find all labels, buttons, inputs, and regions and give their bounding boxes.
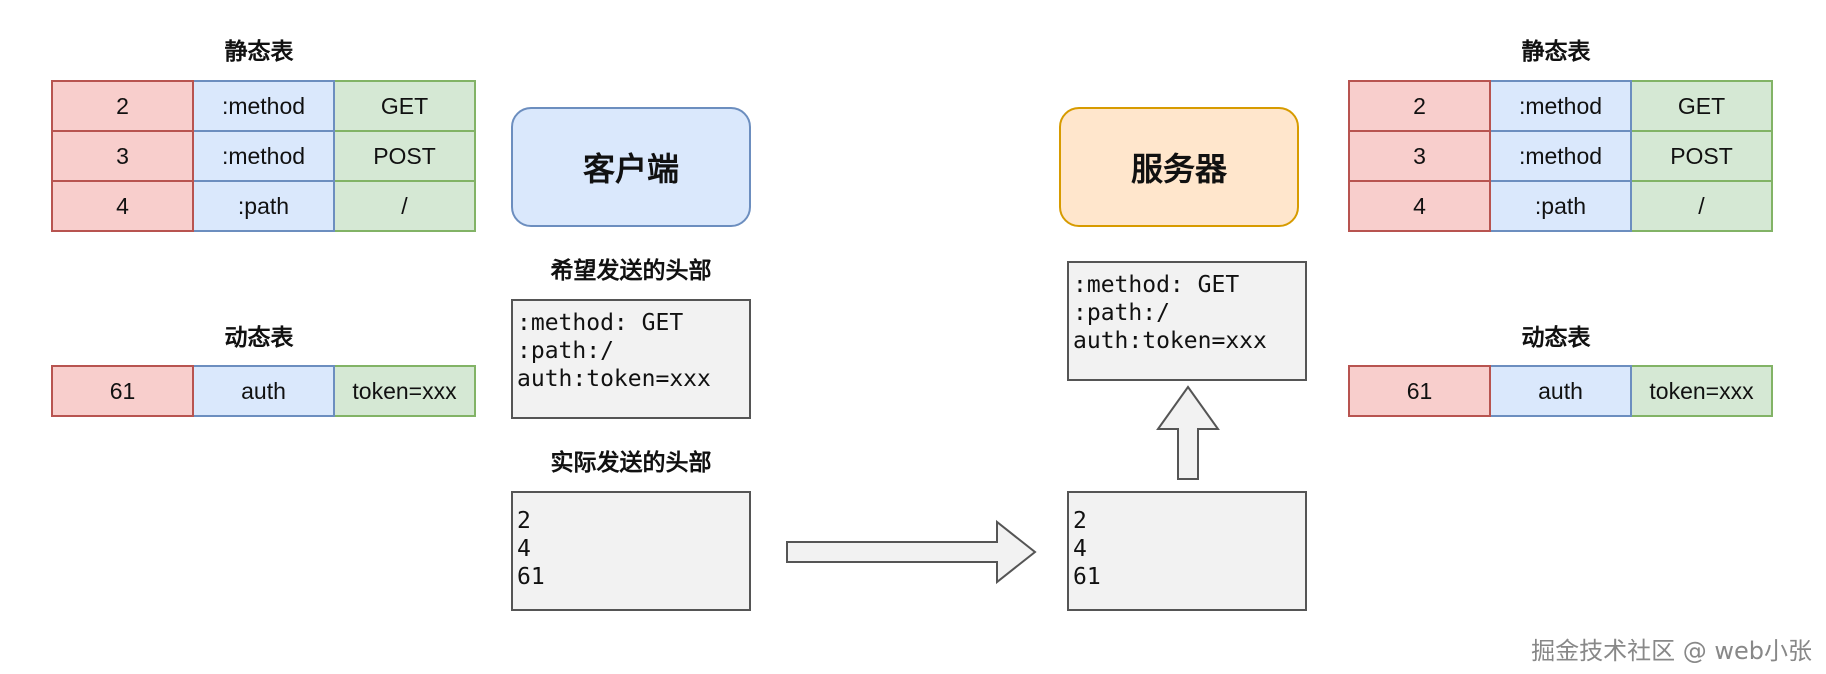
value-cell: token=xxx <box>333 365 476 417</box>
header-line: :method: GET <box>1073 272 1240 298</box>
value-cell: GET <box>333 80 476 132</box>
index-cell: 4 <box>1348 180 1491 232</box>
index-cell: 2 <box>51 80 194 132</box>
server-label: 服务器 <box>1130 150 1227 188</box>
send-arrow <box>786 519 1037 585</box>
table-row: 3 :method POST <box>51 130 476 182</box>
actual-headers-label: 实际发送的头部 <box>550 450 712 476</box>
header-line: auth:token=xxx <box>517 366 711 392</box>
left-dynamic-table-title: 动态表 <box>224 325 294 351</box>
index-cell: 2 <box>1348 80 1491 132</box>
table-row: 4 :path / <box>1348 180 1773 232</box>
name-cell: auth <box>1489 365 1632 417</box>
desired-headers-label: 希望发送的头部 <box>550 258 712 284</box>
name-cell: :method <box>1489 80 1632 132</box>
client-node: 客户端 <box>511 107 751 227</box>
value-cell: POST <box>1630 130 1773 182</box>
right-static-table: 2 :method GET 3 :method POST 4 :path / <box>1348 80 1773 232</box>
left-static-table: 2 :method GET 3 :method POST 4 :path / <box>51 80 476 232</box>
client-label: 客户端 <box>582 150 679 188</box>
table-row: 2 :method GET <box>1348 80 1773 132</box>
left-dynamic-table: 61 auth token=xxx <box>51 365 476 417</box>
name-cell: :method <box>192 130 335 182</box>
received-headers-box: 2 4 61 <box>1067 491 1307 611</box>
header-line: :path:/ <box>1073 300 1170 326</box>
right-static-table-title: 静态表 <box>1521 39 1591 65</box>
value-cell: token=xxx <box>1630 365 1773 417</box>
table-row: 4 :path / <box>51 180 476 232</box>
value-cell: / <box>333 180 476 232</box>
value-cell: POST <box>333 130 476 182</box>
index-cell: 61 <box>1348 365 1491 417</box>
header-line: :method: GET <box>517 310 684 336</box>
name-cell: auth <box>192 365 335 417</box>
desired-headers-box: :method: GET :path:/ auth:token=xxx <box>511 299 751 419</box>
decode-arrow <box>1156 385 1220 480</box>
name-cell: :path <box>192 180 335 232</box>
header-line: :path:/ <box>517 338 614 364</box>
left-static-table-title: 静态表 <box>224 39 294 65</box>
name-cell: :method <box>192 80 335 132</box>
value-cell: / <box>1630 180 1773 232</box>
header-line: 4 <box>1073 536 1087 562</box>
header-line: 2 <box>517 508 531 534</box>
header-line: auth:token=xxx <box>1073 328 1267 354</box>
table-row: 61 auth token=xxx <box>1348 365 1773 417</box>
header-line: 61 <box>517 564 545 590</box>
server-node: 服务器 <box>1059 107 1299 227</box>
actual-headers-box: 2 4 61 <box>511 491 751 611</box>
header-line: 2 <box>1073 508 1087 534</box>
name-cell: :path <box>1489 180 1632 232</box>
index-cell: 3 <box>51 130 194 182</box>
right-dynamic-table-title: 动态表 <box>1521 325 1591 351</box>
index-cell: 61 <box>51 365 194 417</box>
watermark: 掘金技术社区 @ web小张 <box>1531 637 1812 665</box>
decoded-headers-box: :method: GET :path:/ auth:token=xxx <box>1067 261 1307 381</box>
value-cell: GET <box>1630 80 1773 132</box>
name-cell: :method <box>1489 130 1632 182</box>
header-line: 4 <box>517 536 531 562</box>
header-line: 61 <box>1073 564 1101 590</box>
table-row: 61 auth token=xxx <box>51 365 476 417</box>
table-row: 3 :method POST <box>1348 130 1773 182</box>
index-cell: 3 <box>1348 130 1491 182</box>
table-row: 2 :method GET <box>51 80 476 132</box>
index-cell: 4 <box>51 180 194 232</box>
right-dynamic-table: 61 auth token=xxx <box>1348 365 1773 417</box>
